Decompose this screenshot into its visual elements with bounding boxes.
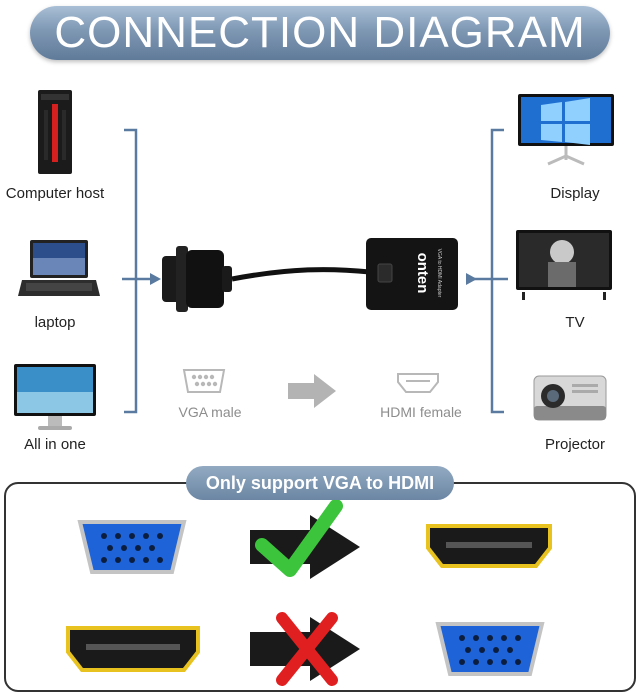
hdmi-connector-top-icon [426,524,552,568]
vga-port-icon [182,369,226,393]
checkmark-icon [255,499,343,577]
support-pill [186,466,454,500]
output-arrow-icon [466,273,477,285]
direction-arrow-icon [288,374,336,408]
vga-male-label: VGA male [178,404,242,420]
laptop-icon [18,240,100,296]
support-box [4,482,636,692]
source-label-computer-host: Computer host [5,185,105,202]
source-label-all-in-one: All in one [24,436,86,453]
output-label-display: Display [550,185,600,202]
adapter-cable [231,267,371,282]
all-in-one-pc-icon [14,364,96,430]
output-label-tv: TV [565,314,585,331]
title-banner [30,6,610,60]
computer-tower-icon [38,90,72,174]
hdmi-female-label: HDMI female [380,404,462,420]
adapter-brand: onten [414,253,431,294]
hdmi-port-icon [397,373,439,393]
vga-connector-top-icon [77,520,187,574]
vga-connector-bottom-icon [435,622,545,676]
page-title: CONNECTION DIAGRAM [54,8,586,57]
projector-icon [533,375,607,421]
monitor-icon [518,94,614,166]
hdmi-adapter-box [366,238,458,310]
cross-icon [276,612,338,686]
source-label-laptop: laptop [34,314,76,331]
vga-plug-icon [162,246,232,312]
hdmi-connector-bottom-icon [66,626,200,672]
output-bracket [468,128,508,414]
support-note: Only support VGA to HDMI [205,473,435,493]
adapter-model-text: VGA to HDMI Adapter [436,249,442,298]
output-label-projector: Projector [544,436,606,453]
source-arrow-icon [150,273,161,285]
source-bracket [122,128,152,414]
tv-icon [516,230,612,300]
